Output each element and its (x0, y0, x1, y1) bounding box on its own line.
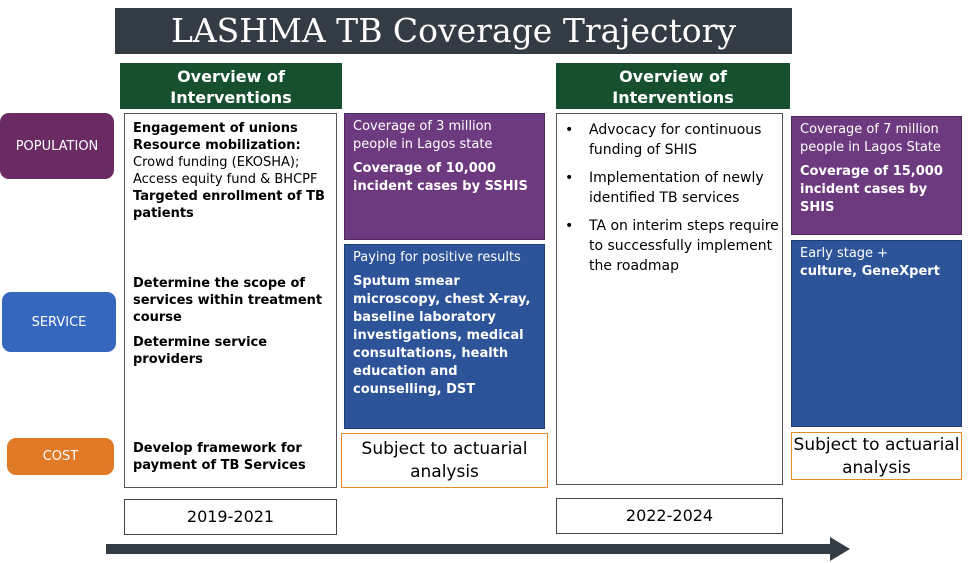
period1-service-head: Paying for positive results (353, 250, 521, 265)
period1-population-panel: Coverage of 3 million people in Lagos st… (344, 113, 545, 240)
page-title: LASHMA TB Coverage Trajectory (115, 8, 792, 54)
overview-header-left: Overview of Interventions (120, 63, 342, 109)
intervention-item: Crowd funding (EKOSHA); Access equity fu… (133, 155, 318, 187)
period2-service-panel: Early stage + culture, GeneXpert (791, 240, 962, 427)
period1-service-body: Sputum smear microscopy, chest X-ray, ba… (353, 274, 531, 397)
period2-population-panel: Coverage of 7 million people in Lagos St… (791, 116, 962, 235)
population-label: POPULATION (0, 113, 114, 179)
intervention-item: TA on interim steps require to successfu… (557, 216, 782, 276)
left-service-interventions: Determine the scope of services within t… (133, 275, 333, 368)
intervention-item: Advocacy for continuous funding of SHIS (557, 120, 782, 160)
period2-service-body: culture, GeneXpert (800, 264, 940, 279)
left-interventions-box: Engagement of unions Resource mobilizati… (124, 113, 337, 488)
left-cost-intervention: Develop framework for payment of TB Serv… (133, 441, 306, 473)
right-interventions-box: Advocacy for continuous funding of SHIS … (556, 113, 783, 485)
period1-cost-box: Subject to actuarial analysis (341, 433, 548, 488)
period2-cost-box: Subject to actuarial analysis (791, 432, 962, 480)
intervention-item: Implementation of newly identified TB se… (557, 168, 782, 208)
service-label: SERVICE (2, 292, 116, 352)
period2-population-head: Coverage of 7 million people in Lagos St… (800, 122, 941, 155)
period1-population-body: Coverage of 10,000 incident cases by SSH… (353, 161, 528, 194)
intervention-item: Targeted enrollment of TB patients (133, 189, 325, 221)
overview-header-right: Overview of Interventions (556, 63, 790, 109)
arrow-shaft (106, 544, 831, 554)
intervention-item: Determine the scope of services within t… (133, 276, 323, 325)
arrow-head (830, 537, 850, 561)
period2-population-body: Coverage of 15,000 incident cases by SHI… (800, 164, 943, 215)
period1-population-head: Coverage of 3 million people in Lagos st… (353, 119, 493, 152)
intervention-item: Engagement of unions (133, 121, 298, 136)
period2-label: 2022-2024 (556, 498, 783, 534)
intervention-item: Determine service providers (133, 335, 268, 367)
cost-label: COST (7, 438, 114, 475)
period1-label: 2019-2021 (124, 499, 337, 535)
period2-service-head: Early stage + (800, 246, 889, 261)
timeline-arrow (106, 537, 850, 561)
intervention-item: Resource mobilization: (133, 138, 301, 153)
period1-service-panel: Paying for positive results Sputum smear… (344, 244, 545, 429)
left-population-interventions: Engagement of unions Resource mobilizati… (133, 120, 333, 222)
